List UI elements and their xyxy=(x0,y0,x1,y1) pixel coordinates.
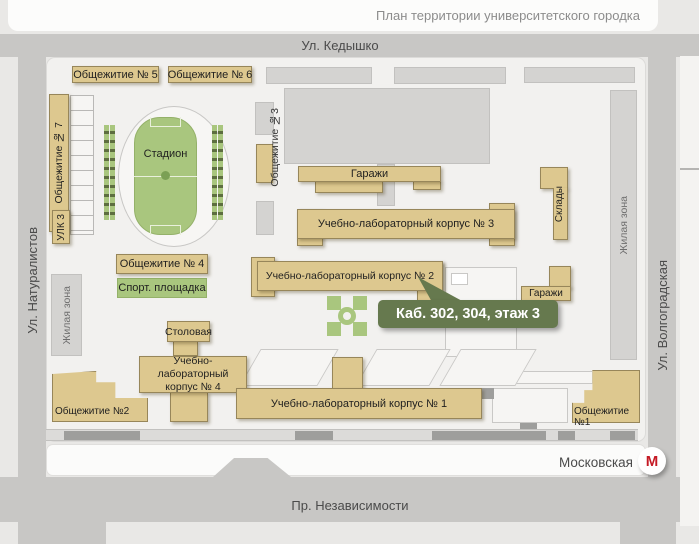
ulk-3: УЛК 3 xyxy=(52,210,70,244)
lab-korpus-3: Учебно-лабораторный корпус № 3 xyxy=(297,209,515,239)
dorm-3: Общежитие №3 xyxy=(266,103,284,191)
metro-station-label: Московская xyxy=(558,455,633,470)
bleachers xyxy=(110,125,115,220)
building-block xyxy=(524,67,635,83)
street-stub-left xyxy=(46,521,106,544)
garage-right-stem xyxy=(549,266,571,288)
dorm-1-label: Общежитие №1 xyxy=(574,406,630,428)
warehouse: Склады xyxy=(551,172,568,236)
stolovaya-stem xyxy=(173,341,198,356)
sidewalk xyxy=(46,444,646,476)
building-block xyxy=(256,201,274,235)
street-stub-right xyxy=(620,521,676,544)
stadium-label: Стадион xyxy=(143,148,188,160)
bleachers xyxy=(218,125,223,220)
building-block xyxy=(266,67,372,84)
dorm-5: Общежитие № 5 xyxy=(72,66,159,83)
ulk-3-label: УЛК 3 xyxy=(55,213,67,241)
building-block xyxy=(394,67,506,84)
courtyard-block-small xyxy=(451,273,468,285)
fence-segment xyxy=(64,431,140,440)
lab-korpus-2: Учебно-лабораторный корпус № 2 xyxy=(257,261,443,291)
page-title: План территории университетского городка xyxy=(376,8,640,23)
bleachers xyxy=(212,125,217,220)
street-volgogradskaya-label-wrap: Ул. Волгоградская xyxy=(648,230,676,400)
bleachers xyxy=(104,125,109,220)
flowerbed-icon xyxy=(327,296,367,336)
fence-post xyxy=(520,419,537,429)
pedestrian-crossing xyxy=(213,458,291,477)
field-center-dot xyxy=(161,171,170,180)
roadside-block xyxy=(680,56,699,526)
fence-segment xyxy=(610,431,635,440)
residential-zone-right-label: Жилая зона xyxy=(617,195,630,255)
garage-top-wing xyxy=(315,181,383,193)
warehouse-label: Склады xyxy=(554,185,565,223)
road-mark xyxy=(680,168,699,170)
garage-top: Гаражи xyxy=(298,166,441,182)
dorm-4: Общежитие № 4 xyxy=(116,254,208,274)
garage-top-wing xyxy=(413,181,441,190)
lab-korpus-1-stem xyxy=(332,357,363,390)
building-block-large xyxy=(284,88,490,164)
fence-segment xyxy=(558,431,575,440)
street-nezavisimosti xyxy=(0,477,699,522)
goal-box-bottom xyxy=(150,225,181,235)
metro-icon: М xyxy=(638,447,666,475)
dorm-6: Общежитие № 6 xyxy=(168,66,252,83)
street-naturalistov-label: Ул. Натуралистов xyxy=(24,226,40,334)
street-naturalistov-label-wrap: Ул. Натуралистов xyxy=(18,200,46,360)
fence-segment xyxy=(432,431,546,440)
sport-ground: Спорт. площадка xyxy=(117,278,207,298)
map-header: План территории университетского городка xyxy=(8,0,658,31)
fence-segment xyxy=(295,431,333,440)
building-block xyxy=(255,102,274,135)
residential-zone-right: Жилая зона xyxy=(610,90,637,360)
parking-rows xyxy=(70,95,94,235)
garage-right: Гаражи xyxy=(521,286,571,301)
goal-box-top xyxy=(150,117,181,127)
street-kedyshko-label: Ул. Кедышко xyxy=(301,38,379,53)
lab-korpus-1: Учебно-лабораторный корпус № 1 xyxy=(236,388,482,419)
dorm-3-building xyxy=(256,144,273,183)
street-kedyshko xyxy=(0,34,699,57)
dorm-2-label: Общежитие №2 xyxy=(55,406,130,417)
residential-zone-left: Жилая зона xyxy=(51,274,82,356)
dorm-3-label: Общежитие №3 xyxy=(269,107,281,187)
gray-block-small xyxy=(477,388,494,399)
street-volgogradskaya-label: Ул. Волгоградская xyxy=(654,259,670,371)
room-callout: Каб. 302, 304, этаж 3 xyxy=(378,300,558,328)
warehouse-stem xyxy=(553,188,568,240)
lab-korpus-4: Учебно-лабораторный корпус № 4 xyxy=(139,355,247,393)
stolovaya: Столовая xyxy=(165,321,212,342)
street-nezavisimosti-label: Пр. Независимости xyxy=(291,498,409,513)
courtyard-block xyxy=(492,388,568,423)
residential-zone-left-label: Жилая зона xyxy=(60,285,73,345)
lab-korpus-4-body xyxy=(170,392,208,422)
dorm-7-label: Общежитие № 7 xyxy=(53,122,65,204)
